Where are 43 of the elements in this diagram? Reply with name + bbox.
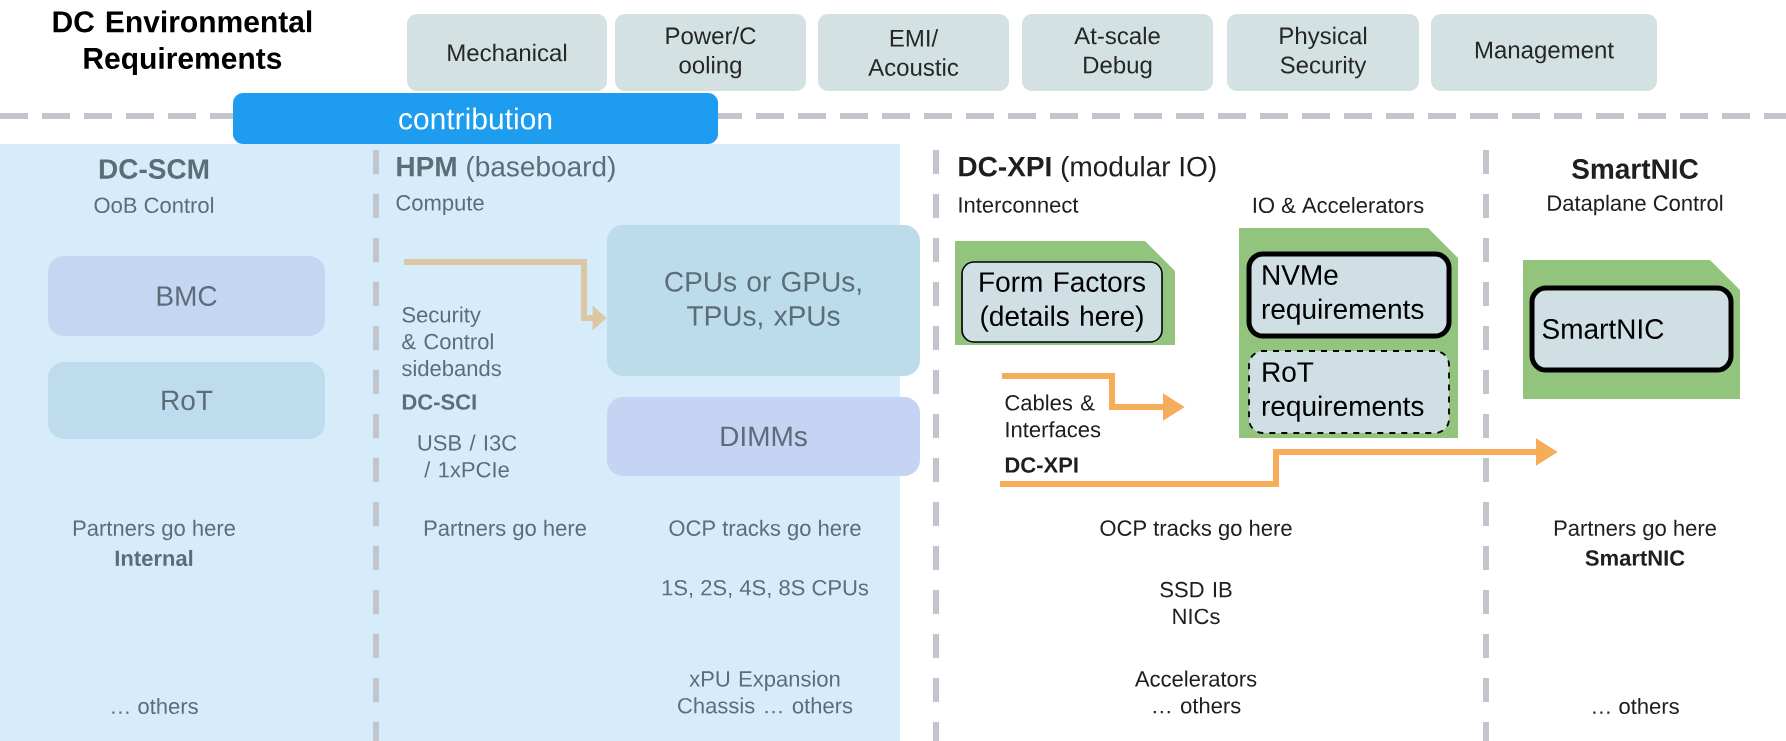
category-box: Physical Security xyxy=(1227,14,1419,91)
note-text: Partners go here xyxy=(424,519,586,541)
component-box: Form Factors (details here) xyxy=(961,261,1163,343)
note-text: … others xyxy=(1593,697,1679,715)
column-subtitle: OoB Control xyxy=(94,196,214,214)
column-heading: SmartNIC xyxy=(1572,159,1698,179)
category-box: At-scale Debug xyxy=(1022,14,1213,91)
column-heading: HPM (baseboard) xyxy=(397,155,615,183)
note-text: Partners go here xyxy=(73,519,235,541)
category-box: Management xyxy=(1431,14,1657,91)
note-text: SSD IB NICs xyxy=(1160,581,1232,625)
note-text: SmartNIC xyxy=(1585,550,1685,566)
category-box: Power/C ooling xyxy=(615,14,806,91)
note-text: … others xyxy=(112,697,198,715)
note-text: OCP tracks go here xyxy=(669,519,861,541)
column-subtitle: IO & Accelerators xyxy=(1253,196,1424,214)
component-box: RoT xyxy=(48,362,325,439)
note-text: Partners go here xyxy=(1554,519,1716,541)
component-box: DIMMs xyxy=(607,397,920,476)
note-text: xPU Expansion Chassis … others xyxy=(678,670,853,714)
component-box: RoT requirements xyxy=(1248,350,1450,434)
component-box: BMC xyxy=(48,256,325,336)
note-text: Internal xyxy=(115,549,193,567)
column-subtitle: Interconnect xyxy=(959,197,1079,213)
category-box: Mechanical xyxy=(407,14,607,91)
component-box: SmartNIC xyxy=(1529,285,1734,373)
tab-label: contribution xyxy=(233,93,718,144)
column-subtitle: Compute xyxy=(396,195,484,215)
column-heading: DC-SCM xyxy=(99,159,209,179)
category-box: EMI/ Acoustic xyxy=(818,14,1009,91)
component-box: NVMe requirements xyxy=(1246,251,1452,339)
note-text: DC-XPI xyxy=(1005,457,1078,473)
note-text: 1S, 2S, 4S, 8S CPUs xyxy=(662,579,869,599)
note-text: DC-SCI xyxy=(402,394,476,410)
note-text: OCP tracks go here xyxy=(1100,519,1292,541)
note-text: Security & Control sidebands xyxy=(402,306,501,377)
note-text: Accelerators … others xyxy=(1134,670,1257,714)
title: DC Environmental Requirements xyxy=(53,10,312,75)
column-subtitle: Dataplane Control xyxy=(1548,194,1723,216)
note-text: Cables & Interfaces xyxy=(1005,394,1101,438)
column-heading: DC-XPI (modular IO) xyxy=(959,155,1216,183)
component-box: CPUs or GPUs, TPUs, xPUs xyxy=(607,225,920,376)
note-text: USB / I3C / 1xPCIe xyxy=(418,434,517,478)
